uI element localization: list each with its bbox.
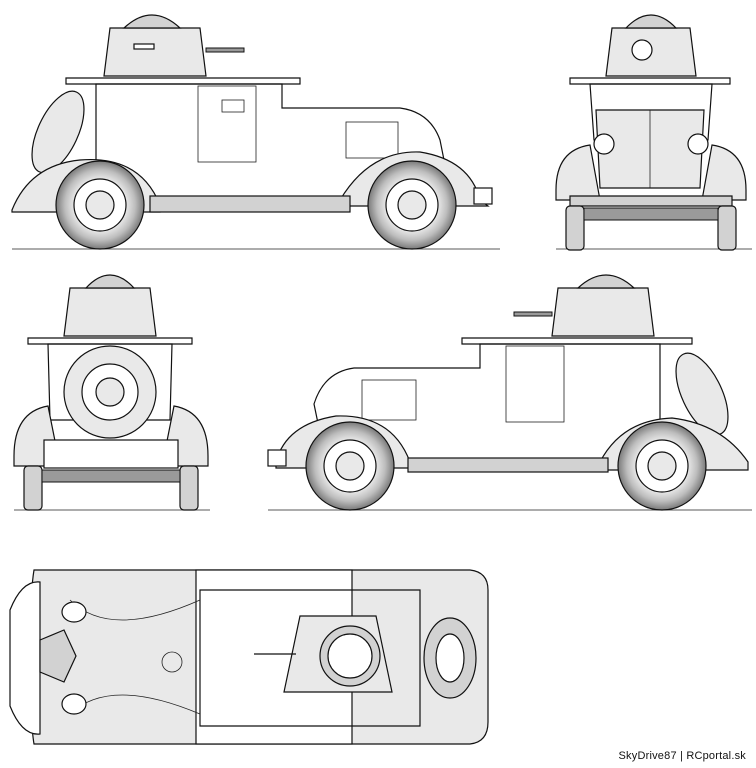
headlight-right bbox=[61, 693, 87, 715]
axle bbox=[41, 469, 181, 483]
axle bbox=[583, 207, 719, 221]
top-view bbox=[9, 569, 489, 745]
roof-rails bbox=[199, 589, 421, 727]
headlight-right bbox=[687, 133, 709, 155]
spare-wheel bbox=[423, 617, 477, 699]
front-view bbox=[555, 14, 752, 251]
rear-view bbox=[13, 274, 210, 511]
fender-right bbox=[701, 144, 747, 201]
machine-gun bbox=[513, 311, 553, 317]
bumper bbox=[569, 195, 733, 207]
spare-wheel bbox=[63, 345, 157, 439]
machine-gun bbox=[205, 47, 245, 53]
engine-cap bbox=[161, 651, 183, 673]
turret-dome bbox=[624, 14, 678, 29]
fender-left bbox=[555, 144, 601, 201]
turret-dome bbox=[122, 14, 182, 29]
side-door bbox=[505, 345, 565, 423]
spare-wheel bbox=[675, 352, 729, 436]
spare-wheel bbox=[31, 90, 85, 174]
front-bumper bbox=[9, 581, 41, 735]
wheel-right bbox=[179, 465, 199, 511]
radiator-armour bbox=[39, 629, 77, 683]
wheel-left bbox=[23, 465, 43, 511]
front-wheel bbox=[367, 160, 457, 250]
gun-mantlet bbox=[631, 39, 653, 61]
right-side-view bbox=[267, 274, 752, 511]
bumper bbox=[473, 187, 493, 205]
turret bbox=[551, 287, 655, 337]
engine-hatch bbox=[345, 121, 399, 159]
rear-panel bbox=[43, 439, 179, 469]
wheel-right bbox=[717, 205, 737, 251]
running-board bbox=[407, 457, 609, 473]
hull-rear bbox=[47, 343, 173, 421]
hull-front bbox=[589, 83, 713, 141]
wheel-left bbox=[565, 205, 585, 251]
author-credit: SkyDrive87 | RCportal.sk bbox=[618, 750, 746, 762]
bumper bbox=[267, 449, 287, 467]
turret-dome bbox=[84, 274, 136, 289]
rear-wheel bbox=[617, 421, 707, 511]
front-wheel bbox=[305, 421, 395, 511]
side-door bbox=[197, 85, 257, 163]
vision-slit bbox=[133, 43, 155, 50]
turret bbox=[103, 27, 207, 77]
headlight-left bbox=[593, 133, 615, 155]
rear-wheel bbox=[55, 160, 145, 250]
turret-dome bbox=[576, 274, 636, 289]
running-board bbox=[149, 195, 351, 213]
engine-hatch bbox=[361, 379, 417, 421]
left-side-view bbox=[11, 14, 500, 250]
turret bbox=[63, 287, 157, 337]
headlight-left bbox=[61, 601, 87, 623]
